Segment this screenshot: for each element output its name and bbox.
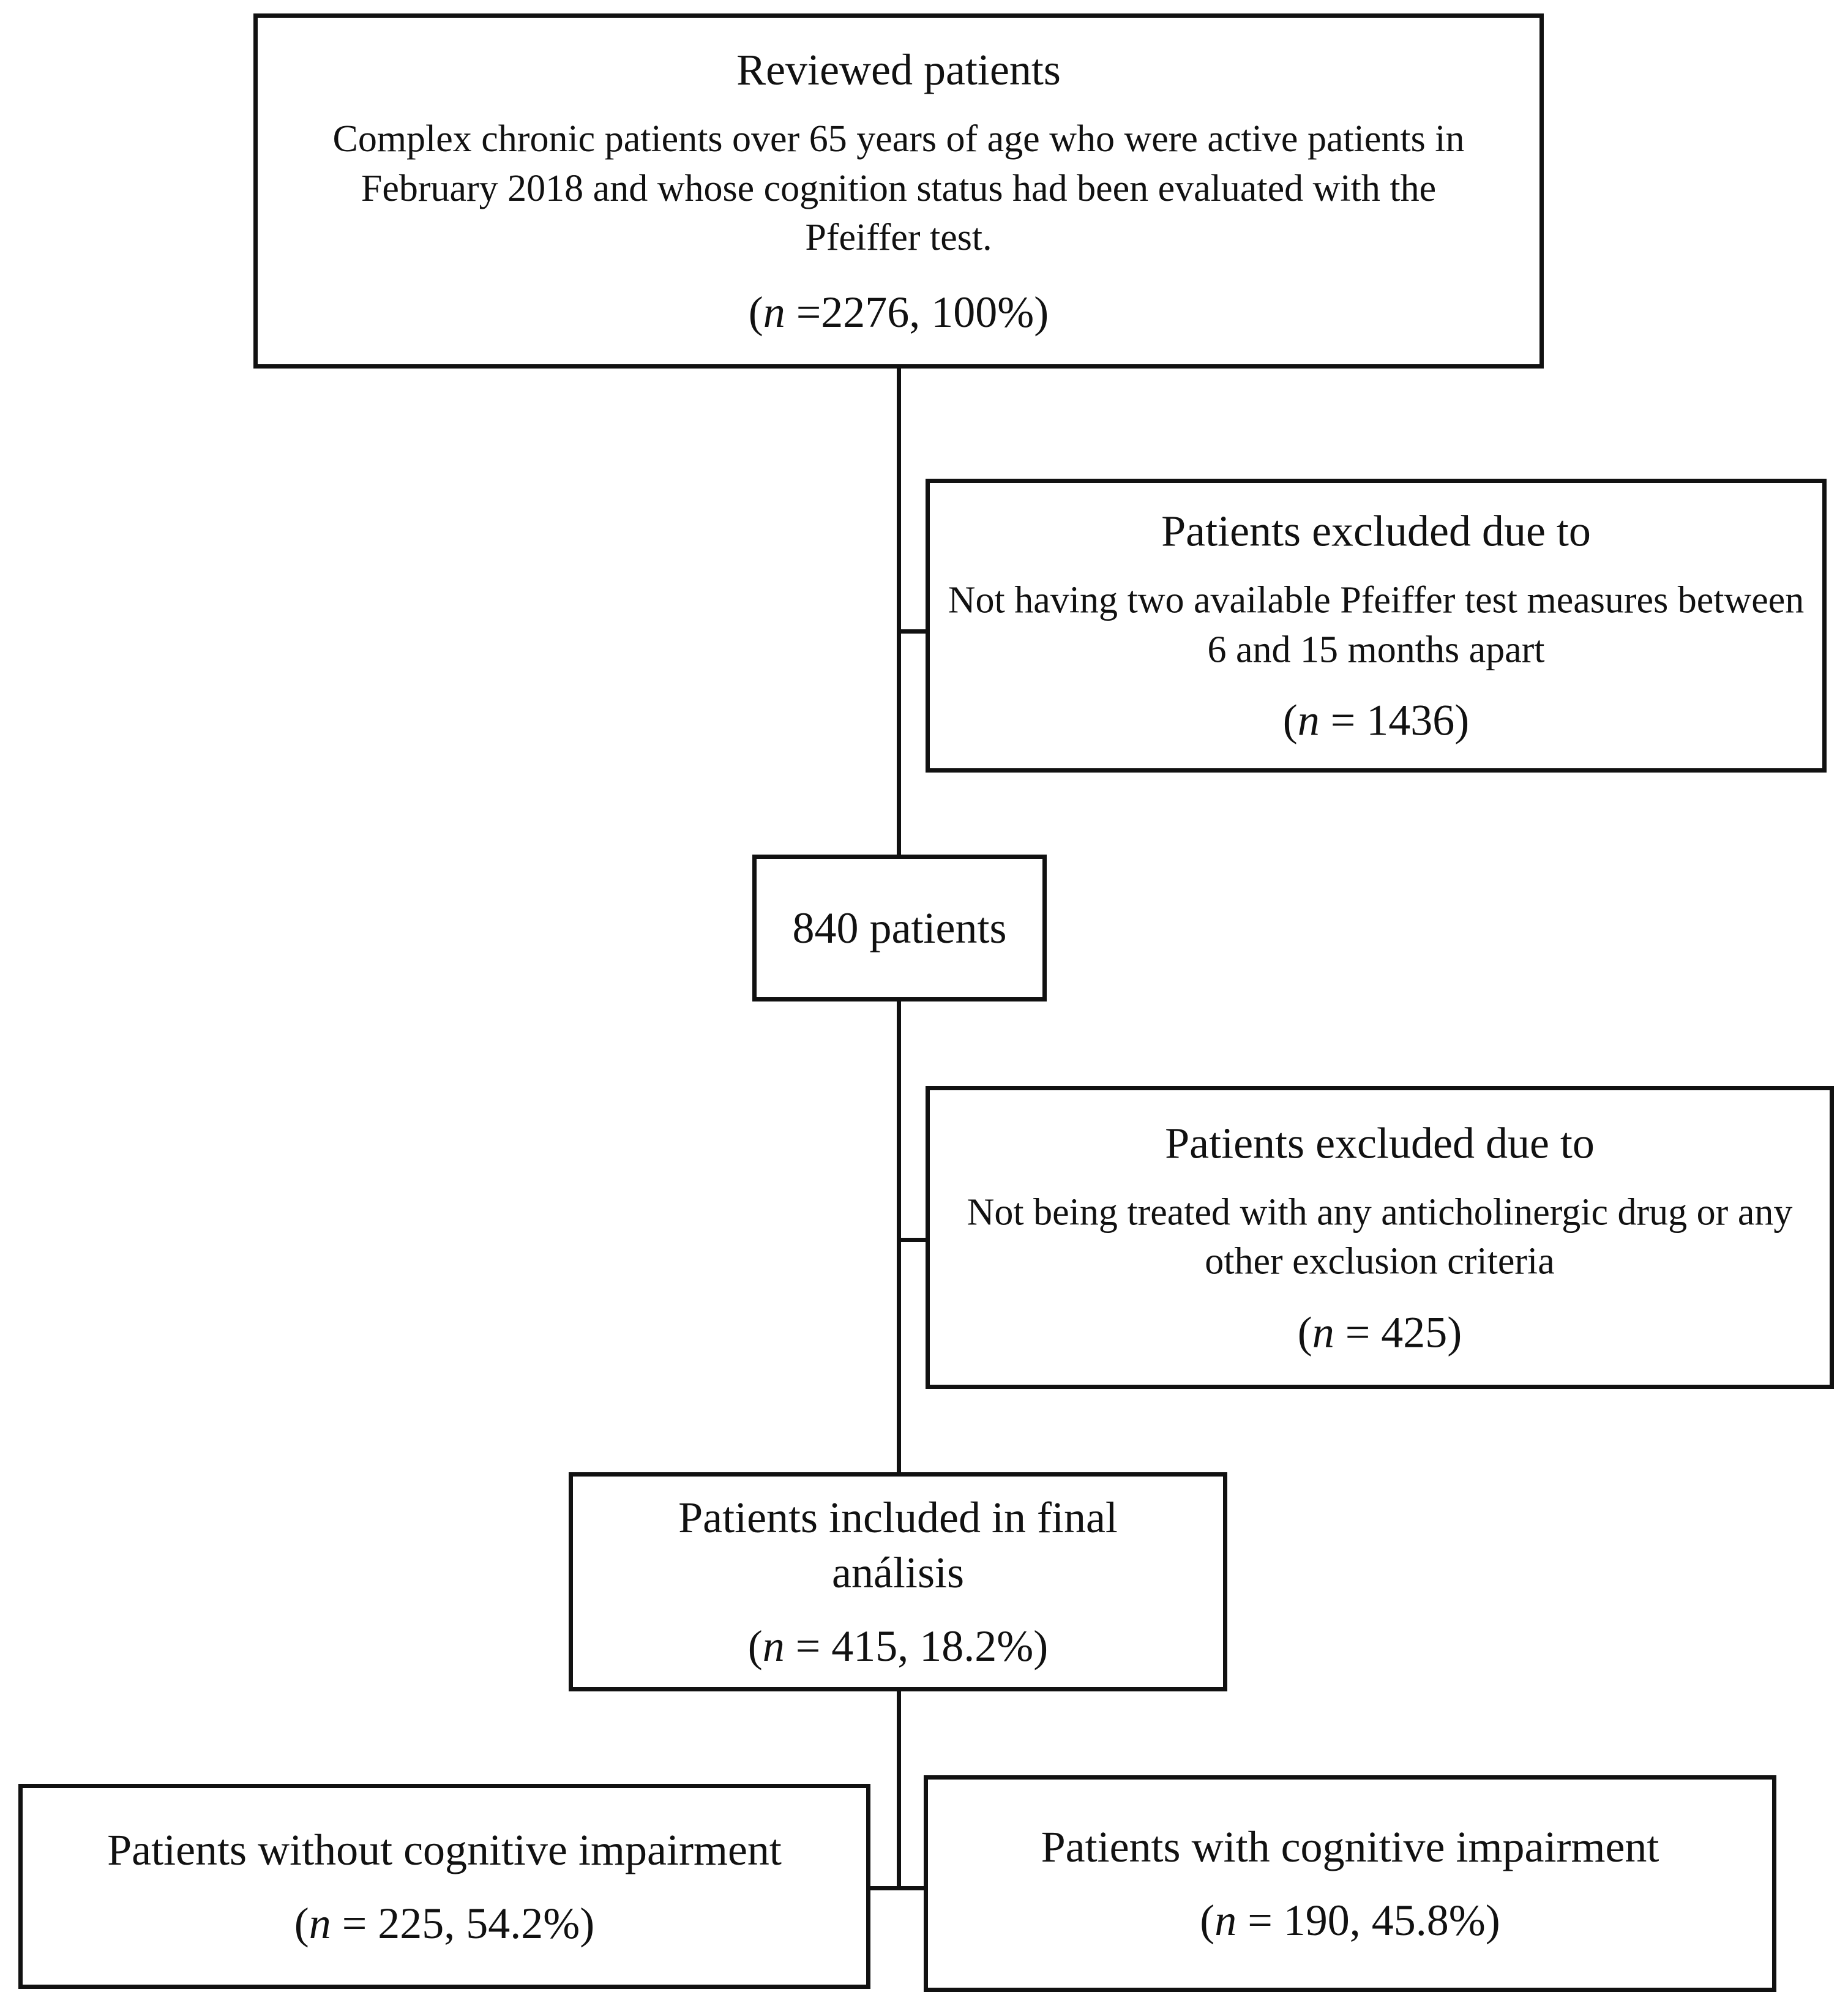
without-impairment-box: Patients without cognitive impairment (n… [18,1784,870,1989]
split-connector [866,1886,927,1890]
excluded-2-reason: Not being treated with any anticholinerg… [967,1191,1793,1282]
branch-connector-excluded-1 [897,629,930,634]
reviewed-patients-title: Reviewed patients [736,45,1061,95]
included-patients-box: Patients included in final análisis (n =… [569,1472,1227,1691]
excluded-1-reason: Not having two available Pfeiffer test m… [948,579,1805,670]
with-impairment-box: Patients with cognitive impairment (n = … [924,1775,1776,1992]
included-patients-title: Patients included in final análisis [678,1493,1118,1597]
excluded-box-2: Patients excluded due to Not being treat… [926,1086,1834,1389]
reviewed-patients-box: Reviewed patients Complex chronic patien… [253,13,1544,369]
included-patients-count: (n = 415, 18.2%) [747,1622,1049,1671]
reviewed-patients-description: Complex chronic patients over 65 years o… [332,118,1465,259]
excluded-1-count: (n = 1436) [1282,695,1470,745]
intermediate-patients-box: 840 patients [752,855,1047,1001]
branch-connector-excluded-2 [897,1238,930,1242]
with-impairment-title: Patients with cognitive impairment [1041,1822,1659,1871]
excluded-1-title: Patients excluded due to [1161,506,1591,556]
excluded-box-1: Patients excluded due to Not having two … [926,479,1827,773]
without-impairment-count: (n = 225, 54.2%) [294,1898,595,1948]
excluded-2-count: (n = 425) [1297,1308,1462,1357]
excluded-2-title: Patients excluded due to [1165,1118,1595,1167]
main-connector-top [897,367,901,860]
intermediate-patients-label: 840 patients [792,904,1007,953]
without-impairment-title: Patients without cognitive impairment [107,1825,782,1874]
with-impairment-count: (n = 190, 45.8%) [1200,1896,1500,1945]
reviewed-patients-count: (n =2276, 100%) [748,287,1049,337]
main-connector-bottom [897,1686,901,1890]
